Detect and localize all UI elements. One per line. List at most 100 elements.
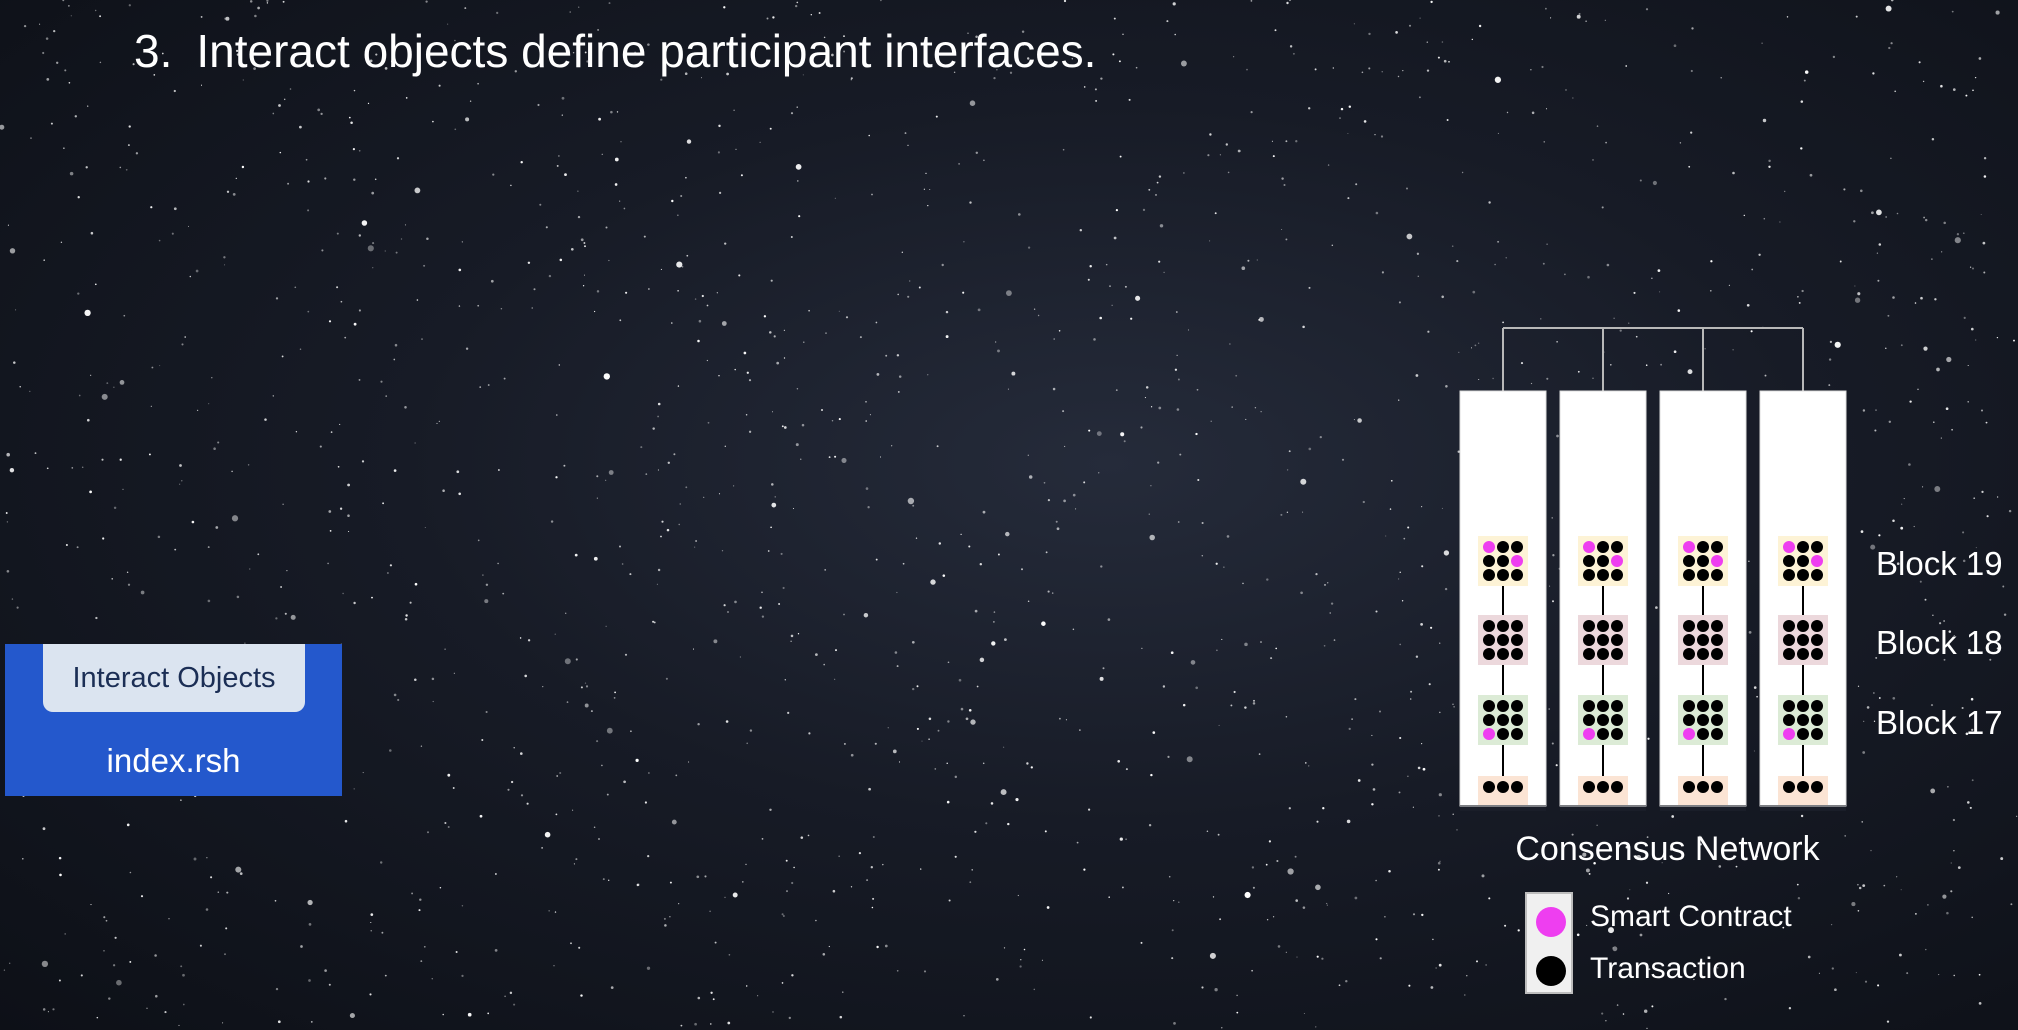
smart-contract-dot: [1483, 728, 1495, 740]
slide-title-text: Interact objects define participant inte…: [196, 25, 1097, 77]
smart-contract-dot: [1811, 555, 1823, 567]
transaction-dot: [1783, 555, 1795, 567]
transaction-dot: [1797, 620, 1809, 632]
transaction-dot: [1597, 781, 1609, 793]
transaction-dot: [1483, 781, 1495, 793]
transaction-dot: [1783, 620, 1795, 632]
transaction-dot: [1497, 541, 1509, 553]
consensus-network-diagram: [1459, 327, 1847, 811]
transaction-dot: [1711, 620, 1723, 632]
transaction-dot: [1597, 620, 1609, 632]
smart-contract-legend-icon: [1536, 907, 1566, 937]
slide-number: 3.: [134, 25, 173, 77]
column-clip: [1660, 805, 1746, 811]
smart-contract-dot: [1511, 555, 1523, 567]
interact-objects-label: Interact Objects: [72, 661, 276, 694]
transaction-dot: [1697, 700, 1709, 712]
transaction-dot: [1811, 569, 1823, 581]
transaction-dot: [1511, 541, 1523, 553]
transaction-dot: [1583, 648, 1595, 660]
transaction-dot: [1697, 555, 1709, 567]
transaction-dot: [1783, 569, 1795, 581]
legend-box: [1525, 892, 1573, 994]
transaction-dot: [1783, 781, 1795, 793]
transaction-dot: [1811, 700, 1823, 712]
transaction-dot: [1797, 541, 1809, 553]
transaction-dot: [1611, 648, 1623, 660]
transaction-dot: [1711, 569, 1723, 581]
transaction-dot: [1811, 648, 1823, 660]
transaction-dot: [1811, 728, 1823, 740]
transaction-dot: [1483, 555, 1495, 567]
transaction-dot: [1611, 541, 1623, 553]
transaction-dot: [1797, 634, 1809, 646]
transaction-dot: [1797, 700, 1809, 712]
transaction-dot: [1583, 634, 1595, 646]
consensus-network-caption: Consensus Network: [1515, 830, 1820, 868]
transaction-dot: [1811, 781, 1823, 793]
transaction-dot: [1683, 781, 1695, 793]
transaction-dot: [1683, 569, 1695, 581]
transaction-dot: [1511, 569, 1523, 581]
transaction-dot: [1683, 648, 1695, 660]
column-clip: [1560, 805, 1646, 811]
transaction-dot: [1611, 714, 1623, 726]
transaction-dot: [1597, 555, 1609, 567]
transaction-dot: [1583, 569, 1595, 581]
transaction-dot: [1483, 620, 1495, 632]
transaction-dot: [1783, 634, 1795, 646]
transaction-dot: [1597, 648, 1609, 660]
block-19-label: Block 19: [1876, 545, 2003, 582]
transaction-dot: [1797, 569, 1809, 581]
transaction-dot: [1583, 781, 1595, 793]
transaction-dot: [1511, 648, 1523, 660]
transaction-dot: [1683, 714, 1695, 726]
transaction-dot: [1683, 634, 1695, 646]
block-17-label: Block 17: [1876, 704, 2003, 741]
smart-contract-dot: [1583, 728, 1595, 740]
transaction-dot: [1783, 648, 1795, 660]
column-clip: [1460, 805, 1546, 811]
transaction-dot: [1711, 634, 1723, 646]
transaction-dot: [1483, 634, 1495, 646]
transaction-dot: [1483, 714, 1495, 726]
transaction-dot: [1697, 728, 1709, 740]
transaction-dot: [1583, 620, 1595, 632]
transaction-dot: [1797, 781, 1809, 793]
transaction-dot: [1611, 620, 1623, 632]
transaction-dot: [1811, 541, 1823, 553]
smart-contract-dot: [1583, 541, 1595, 553]
transaction-dot: [1597, 541, 1609, 553]
transaction-dot: [1497, 569, 1509, 581]
transaction-dot: [1797, 728, 1809, 740]
smart-contract-dot: [1483, 541, 1495, 553]
transaction-dot: [1697, 569, 1709, 581]
smart-contract-dot: [1711, 555, 1723, 567]
smart-contract-dot: [1683, 541, 1695, 553]
transaction-dot: [1597, 728, 1609, 740]
transaction-dot: [1511, 728, 1523, 740]
transaction-dot: [1497, 555, 1509, 567]
transaction-dot: [1697, 648, 1709, 660]
transaction-dot: [1597, 634, 1609, 646]
transaction-dot: [1497, 700, 1509, 712]
transaction-dot: [1697, 714, 1709, 726]
transaction-dot: [1711, 728, 1723, 740]
transaction-dot: [1583, 714, 1595, 726]
transaction-dot: [1597, 569, 1609, 581]
transaction-dot: [1683, 555, 1695, 567]
smart-contract-dot: [1783, 541, 1795, 553]
transaction-dot: [1597, 714, 1609, 726]
column-clip: [1760, 805, 1846, 811]
transaction-dot: [1511, 634, 1523, 646]
transaction-dot: [1797, 714, 1809, 726]
transaction-dot: [1783, 700, 1795, 712]
transaction-dot: [1711, 714, 1723, 726]
transaction-legend-icon: [1536, 956, 1566, 986]
transaction-dot: [1697, 781, 1709, 793]
smart-contract-dot: [1611, 555, 1623, 567]
transaction-dot: [1483, 700, 1495, 712]
transaction-dot: [1697, 634, 1709, 646]
transaction-dot: [1483, 648, 1495, 660]
transaction-dot: [1597, 700, 1609, 712]
